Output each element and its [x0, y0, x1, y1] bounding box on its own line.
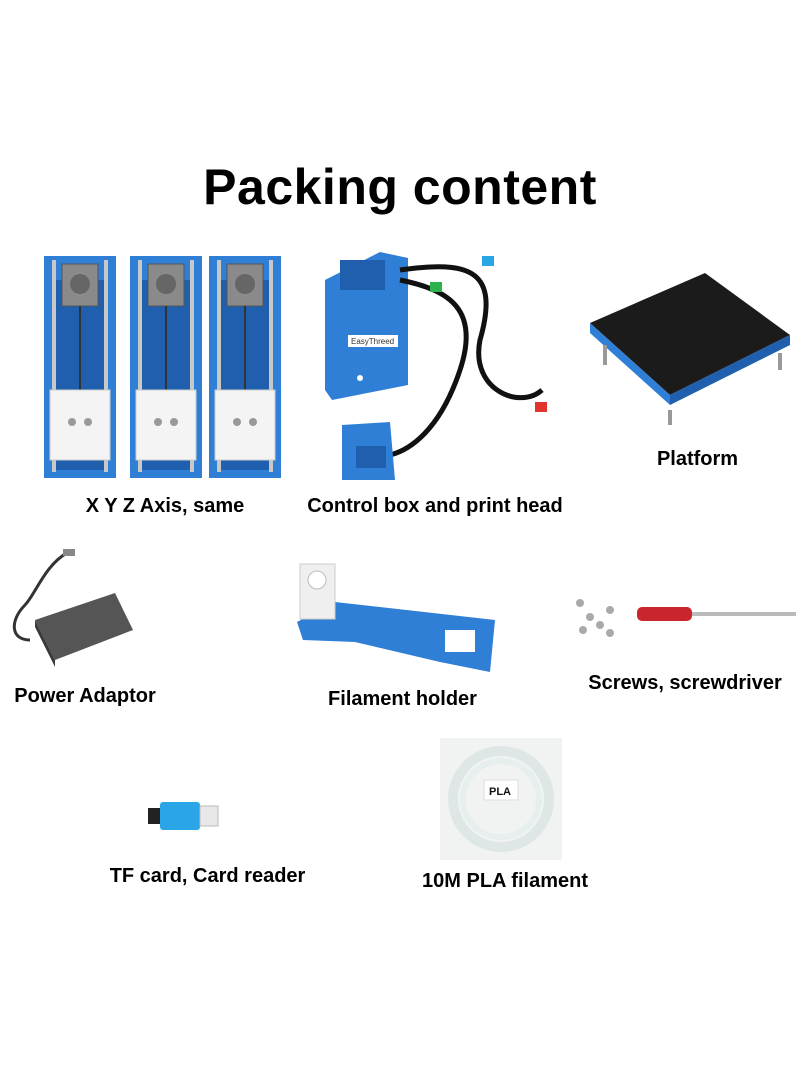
- xyz-axis-image: [40, 250, 290, 485]
- brand-text: EasyThreed: [351, 337, 394, 346]
- power-adaptor-image: [5, 545, 135, 670]
- xyz-axis-label: X Y Z Axis, same: [85, 495, 245, 517]
- filament-holder-label: Filament holder: [328, 688, 477, 710]
- screws-screwdriver-label: Screws, screwdriver: [588, 672, 782, 694]
- pla-tag-text: PLA: [489, 786, 511, 798]
- screws-screwdriver-image: [575, 595, 797, 645]
- page-title: Packing content: [203, 159, 597, 215]
- power-adaptor-label: Power Adaptor: [14, 685, 156, 707]
- control-box-label: Control box and print head: [307, 495, 563, 517]
- tf-card-label: TF card, Card reader: [109, 865, 306, 887]
- filament-holder-image: [295, 562, 500, 677]
- pla-filament-image: PLA: [440, 738, 562, 860]
- platform-image: [585, 265, 795, 430]
- control-box-image: EasyThreed: [320, 250, 565, 480]
- tf-card-reader-image: [148, 800, 220, 832]
- platform-label: Platform: [656, 448, 739, 470]
- pla-filament-label: 10M PLA filament: [422, 870, 588, 892]
